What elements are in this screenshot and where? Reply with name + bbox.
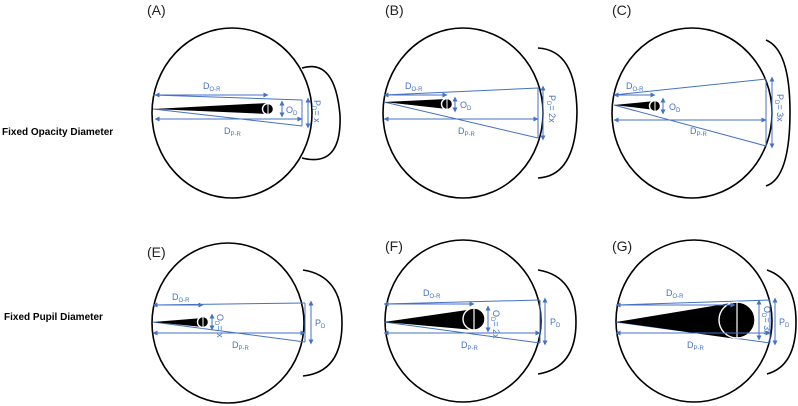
- panel-label: (C): [612, 2, 631, 18]
- d-or-label: DO-R: [423, 288, 441, 300]
- panel-e: (E) DO-R DP-R OD= x PD: [147, 242, 343, 404]
- pd-label: PD: [315, 318, 326, 330]
- od-label: OD: [669, 102, 681, 114]
- panel-f: (F) DO-R DP-R OD= 2x PD: [383, 238, 577, 403]
- panel-label: (F): [385, 238, 403, 254]
- pd-label: PD: [779, 317, 790, 329]
- panel-label: (G): [612, 238, 632, 254]
- pd-label: PD= 2x: [545, 95, 557, 123]
- panel-a: (A) DO-R DP-R OD PD= x: [147, 2, 341, 199]
- d-or-label: DO-R: [203, 81, 221, 93]
- row-label-fixed-opacity: Fixed Opacity Diameter: [2, 127, 113, 138]
- od-label: OD= 3x: [760, 306, 772, 335]
- od-label: OD: [460, 100, 472, 112]
- panel-label: (A): [147, 2, 166, 18]
- row-label-fixed-pupil: Fixed Pupil Diameter: [4, 312, 103, 323]
- d-pr-label: DP-R: [690, 126, 708, 138]
- d-pr-label: DP-R: [461, 340, 479, 352]
- eyeball: [611, 27, 773, 199]
- ray-bottom: [613, 104, 767, 147]
- d-pr-label: DP-R: [224, 126, 242, 138]
- d-or-label: DO-R: [626, 81, 644, 93]
- od-label: OD= x: [213, 314, 225, 338]
- d-or-label: DO-R: [666, 288, 684, 300]
- ray-top: [613, 78, 767, 96]
- panel-c: (C) DO-R DP-R OD PD= 3x: [611, 2, 791, 199]
- shadow-cone: [153, 103, 268, 114]
- cornea-bulge: [301, 65, 341, 161]
- cornea-bulge: [537, 269, 577, 375]
- eyeball: [382, 27, 544, 199]
- eyeball: [151, 242, 305, 404]
- panel-g: (G) DO-R DP-R OD= 3x PD: [612, 238, 797, 403]
- d-pr-label: DP-R: [232, 340, 250, 352]
- d-pr-label: DP-R: [458, 126, 476, 138]
- pd-label: PD: [550, 317, 561, 329]
- d-or-label: DO-R: [172, 292, 190, 304]
- d-pr-label: DP-R: [687, 340, 705, 352]
- cornea-bulge: [537, 47, 578, 179]
- pd-label: PD= 3x: [773, 94, 785, 122]
- shadow-cone: [384, 99, 447, 109]
- eyeball: [151, 27, 313, 199]
- shadow-cone: [153, 318, 203, 327]
- shadow-cone: [614, 101, 655, 110]
- panel-b: (B) DO-R DP-R OD PD= 2x: [382, 2, 578, 199]
- d-or-label: DO-R: [405, 81, 423, 93]
- cornea-bulge: [302, 269, 343, 377]
- shadow-cone: [616, 302, 737, 339]
- cornea-bulge: [766, 269, 797, 375]
- pd-label: PD= x: [310, 100, 322, 123]
- od-label: OD= 2x: [489, 310, 501, 339]
- od-label: OD: [286, 105, 298, 117]
- panel-label: (B): [385, 2, 404, 18]
- shadow-cone: [384, 309, 474, 330]
- panel-label: (E): [147, 244, 166, 260]
